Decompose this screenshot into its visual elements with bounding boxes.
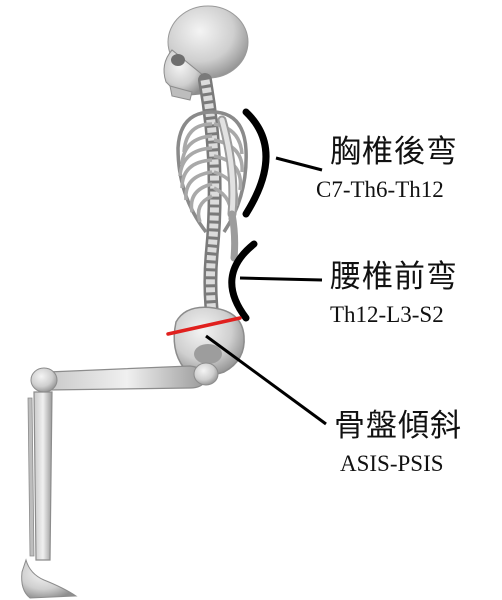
lower-leg: [28, 392, 52, 560]
thoracic-kyphosis-landmarks: C7-Th6-Th12: [316, 178, 444, 201]
spine: [205, 80, 215, 330]
lumbar-lordosis-marker: [232, 244, 322, 318]
femur: [31, 363, 218, 392]
arm: [222, 120, 235, 258]
lumbar-lordosis-label: 腰椎前弯: [330, 262, 458, 293]
foot: [22, 560, 76, 598]
thoracic-kyphosis-label: 胸椎後弯: [330, 137, 458, 168]
pelvic-tilt-landmarks: ASIS-PSIS: [340, 452, 444, 475]
thoracic-kyphosis-marker: [246, 112, 322, 214]
lumbar-lordosis-landmarks: Th12-L3-S2: [330, 303, 444, 326]
pelvic-tilt-label: 骨盤傾斜: [334, 411, 462, 442]
